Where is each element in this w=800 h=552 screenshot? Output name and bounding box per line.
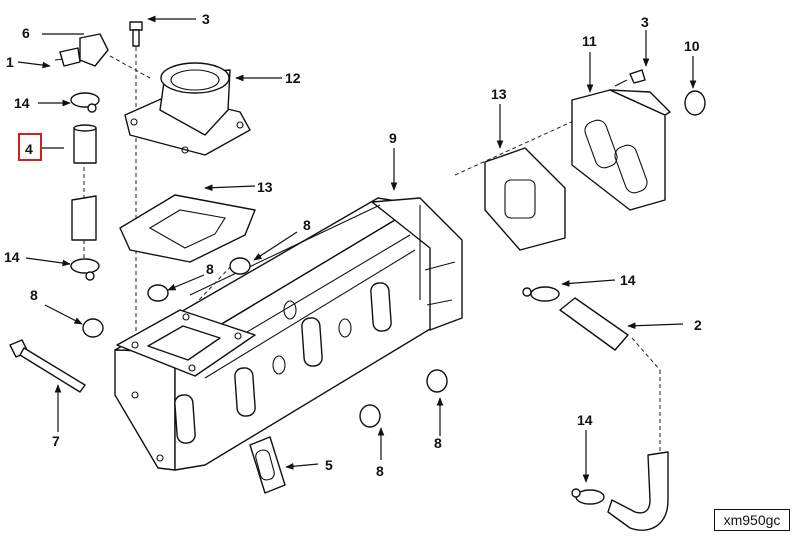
callout-12: 12: [285, 70, 301, 86]
exhaust-manifold: [114, 197, 463, 471]
capscrew-right: [614, 69, 646, 87]
assembly-centerlines: [83, 40, 661, 452]
callout-9: 9: [389, 130, 397, 146]
callout-11: 11: [582, 33, 597, 49]
callout-10: 10: [684, 38, 700, 54]
turbo-adapter: [124, 62, 251, 156]
callout-4-highlight: [18, 133, 42, 161]
callout-13b: 13: [491, 86, 507, 102]
callout-4: 4: [25, 141, 33, 157]
callout-1: 1: [6, 54, 14, 70]
callout-7: 7: [52, 433, 60, 449]
turbo-gasket: [119, 194, 256, 263]
callout-labels: 1 2 3 3 4 5 6 7 8 8 8 8 8 9 10 11 12 13 …: [4, 11, 702, 479]
tube-lower: [71, 195, 97, 241]
callout-8a: 8: [303, 217, 311, 233]
hose-bottom: [607, 451, 669, 531]
callout-6: 6: [22, 25, 30, 41]
hose-right: [559, 297, 629, 351]
callout-8e: 8: [376, 463, 384, 479]
port-gasket: [249, 436, 286, 494]
mounting-bolt: [9, 339, 86, 393]
callout-14a: 14: [14, 95, 30, 111]
outlet-cover: [571, 89, 671, 211]
tube-upper: [73, 124, 97, 164]
callout-8b: 8: [206, 261, 214, 277]
plug-10: [684, 90, 706, 116]
callout-13a: 13: [257, 179, 273, 195]
callout-8d: 8: [434, 435, 442, 451]
callout-5: 5: [325, 457, 333, 473]
callout-2: 2: [694, 317, 702, 333]
plug-8-set: [82, 257, 448, 428]
callout-3a: 3: [202, 11, 210, 27]
hose-clamps: [70, 92, 605, 505]
callout-8c: 8: [30, 287, 38, 303]
callout-3b: 3: [641, 14, 649, 30]
leader-lines: [17, 15, 697, 483]
callout-14b: 14: [4, 249, 20, 265]
outlet-gasket: [484, 147, 566, 251]
elbow-fitting: [54, 33, 109, 67]
callout-14d: 14: [577, 412, 593, 428]
capscrew-top: [129, 21, 143, 47]
figure-reference-code: xm950gc: [714, 509, 790, 531]
callout-14c: 14: [620, 272, 636, 288]
